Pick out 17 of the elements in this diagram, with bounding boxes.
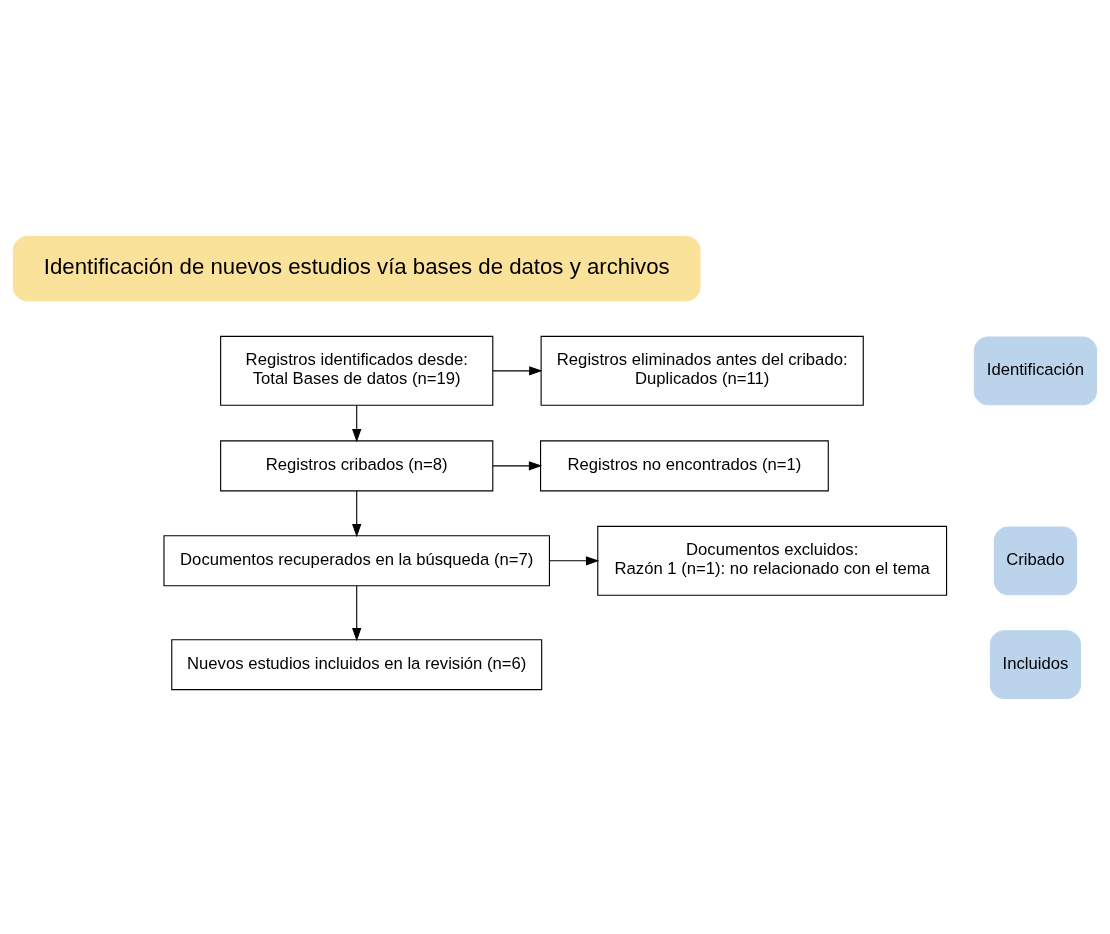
node-box: Registros cribados (n=8) xyxy=(220,439,494,491)
arrow xyxy=(549,555,600,565)
node-box: Documentos excluidos: Razón 1 (n=1): no relacionado con el tema xyxy=(597,525,948,596)
node-box: Documentos recuperados en la búsqueda (n=7) xyxy=(163,534,550,586)
node-box: Identificación xyxy=(973,335,1098,405)
node-box: Registros identificados desde: Total Bases de datos (n=19) xyxy=(220,335,494,406)
node-box: Nuevos estudios incluidos en la revisión (n=6) xyxy=(171,638,543,690)
node-box: Incluidos xyxy=(989,629,1081,699)
arrow xyxy=(352,404,362,442)
arrow xyxy=(352,584,362,641)
node-box: Cribado xyxy=(993,525,1078,595)
node-box: Registros eliminados antes del cribado: Duplicados (n=11) xyxy=(540,335,864,406)
arrow xyxy=(492,460,543,470)
arrow xyxy=(352,489,362,537)
node-box: Registros no encontrados (n=1) xyxy=(540,439,829,491)
arrow xyxy=(492,365,543,376)
node-box: Identificación de nuevos estudios vía bases de datos y archivos xyxy=(12,235,701,301)
